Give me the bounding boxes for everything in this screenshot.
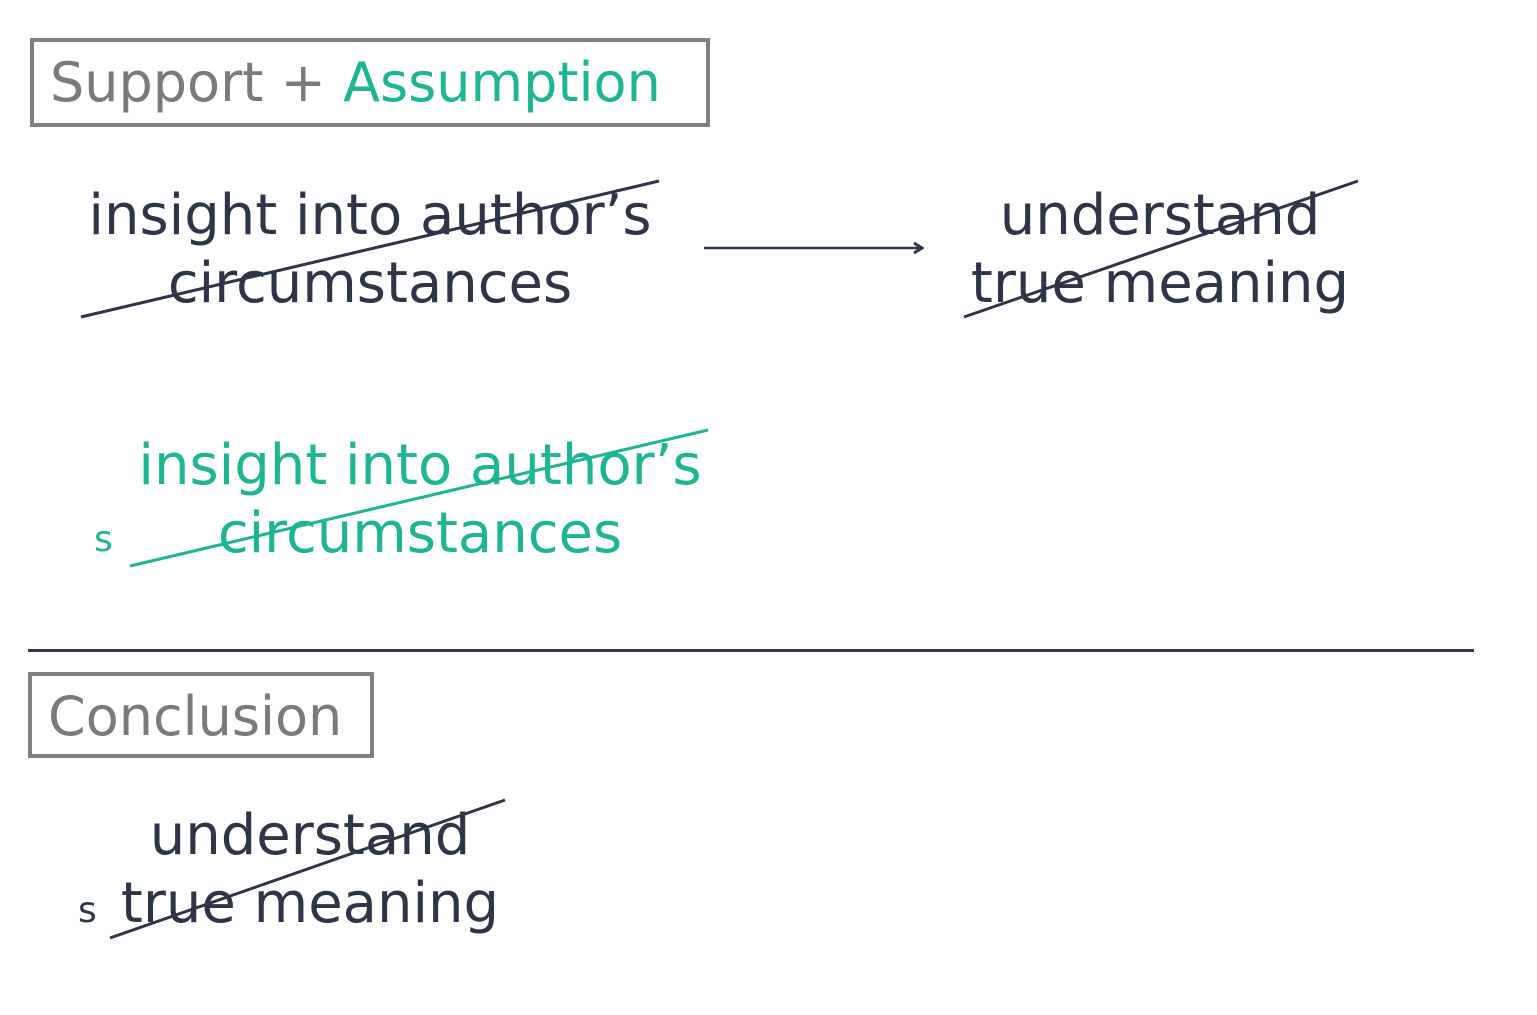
assumption-label: Assumption [343, 51, 661, 114]
conclusion-line2: true meaning [120, 871, 500, 936]
support-result: understand true meaning [940, 182, 1380, 318]
support-premise-line1: insight into author’s [88, 183, 652, 248]
support-assumption-header: Support + Assumption [30, 38, 710, 127]
assumption-marker: s [94, 519, 113, 560]
support-result-line1: understand [999, 183, 1321, 248]
assumption-premise: insight into author’s circumstances [110, 432, 730, 568]
assumption-premise-line1: insight into author’s [138, 433, 702, 498]
conclusion-line1: understand [149, 803, 471, 868]
plus-sign: + [280, 51, 326, 114]
conclusion-marker: s [78, 890, 97, 931]
assumption-premise-line2: circumstances [217, 501, 623, 566]
conclusion-label: Conclusion [48, 685, 343, 748]
support-premise-line2: circumstances [167, 251, 573, 316]
section-divider [28, 649, 1474, 652]
conclusion-header: Conclusion [28, 672, 374, 758]
support-premise: insight into author’s circumstances [60, 182, 680, 318]
conclusion-phrase: understand true meaning [110, 802, 510, 938]
support-label: Support [50, 51, 264, 114]
support-result-line2: true meaning [970, 251, 1350, 316]
